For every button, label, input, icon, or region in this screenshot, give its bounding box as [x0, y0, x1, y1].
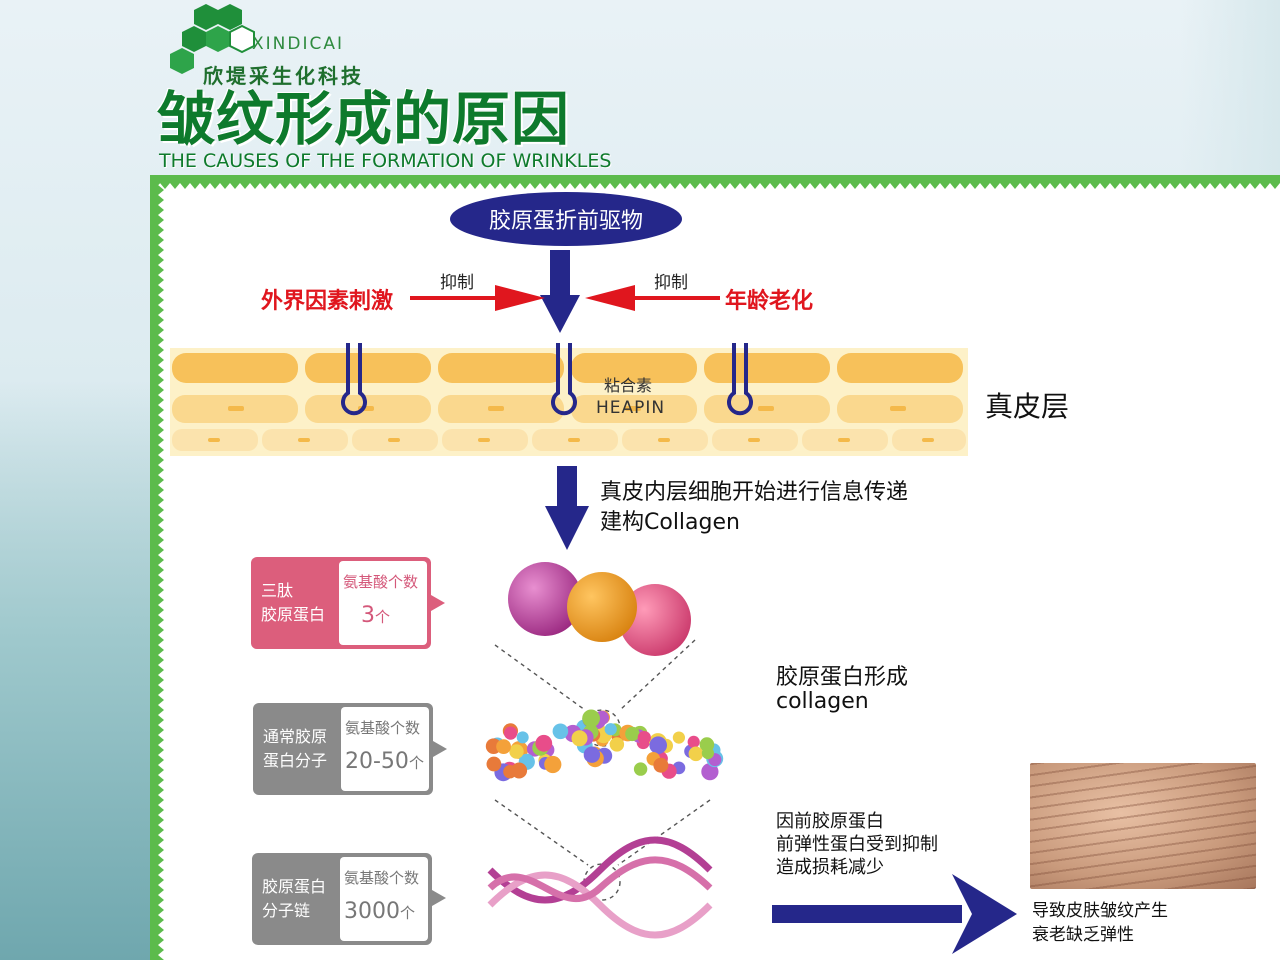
receptor-icons	[341, 343, 753, 416]
card-number: 20-50	[345, 749, 409, 774]
molecule-ball	[637, 731, 651, 745]
background-water-left	[0, 380, 160, 960]
formation-text-line1: 胶原蛋白形成	[776, 665, 909, 690]
formation-text-line2: collagen	[776, 689, 869, 714]
signal-text-line1: 真皮内层细胞开始进行信息传递	[600, 480, 909, 505]
cause-text-line1: 因前胶原蛋白	[776, 811, 884, 832]
brand-logo	[170, 4, 255, 74]
molecule-ball	[496, 739, 511, 754]
card-label-line1: 胶原蛋白	[262, 877, 327, 896]
card-unit: 个	[408, 754, 424, 772]
card-collagen-molecule: 通常胶原 蛋白分子 氨基酸个数 20-50个	[253, 703, 433, 795]
brand-name-en: XINDICAI	[252, 34, 344, 54]
dermis-layer-diagram	[170, 343, 968, 456]
cause-text-line3: 造成损耗减少	[776, 857, 884, 878]
molecule-cluster-icon	[485, 709, 724, 782]
pointer-triangle	[433, 741, 447, 757]
molecule-ball	[604, 723, 617, 736]
collagen-molecule-illustration	[485, 562, 724, 939]
card-label-line2: 胶原蛋白	[261, 605, 326, 624]
card-label-line2: 蛋白分子	[263, 751, 328, 770]
result-text-line2: 衰老缺乏弹性	[1032, 925, 1134, 945]
signal-text-line2: 建构Collagen	[600, 510, 740, 535]
molecule-ball	[609, 737, 625, 752]
triple-helix-icon	[487, 836, 713, 939]
pointer-triangle	[432, 890, 446, 906]
page-title: 皱纹形成的原因	[157, 85, 571, 153]
page-subtitle: THE CAUSES OF THE FORMATION OF WRINKLES	[159, 150, 612, 172]
inhibit-label-right: 抑制	[654, 273, 688, 293]
panel-border-left	[150, 175, 164, 960]
card-number: 3000	[344, 899, 400, 924]
card-tripeptide: 三肽 胶原蛋白 氨基酸个数 3个	[251, 557, 431, 649]
tripeptide-balls-icon	[508, 562, 691, 656]
inhibit-label-left: 抑制	[440, 273, 474, 293]
heparin-label-en: HEAPIN	[596, 398, 666, 418]
molecule-ball	[583, 746, 601, 763]
result-arrow-icon	[772, 874, 1017, 954]
dermis-label: 真皮层	[985, 390, 1070, 423]
cause-text-line2: 前弹性蛋白受到抑制	[776, 834, 938, 855]
molecule-ball	[544, 755, 562, 774]
molecule-ball	[552, 723, 569, 740]
molecule-ball	[672, 731, 685, 744]
molecule-ball	[486, 756, 502, 772]
molecule-ball	[535, 734, 553, 752]
molecule-ball	[504, 726, 518, 740]
molecule-ball	[582, 709, 600, 728]
inhibition-arrows	[410, 250, 720, 333]
molecule-ball	[633, 762, 648, 776]
molecule-ball	[701, 763, 719, 781]
external-factor-label: 外界因素刺激	[261, 289, 394, 314]
precursor-ellipse: 胶原蛋折前驱物	[450, 192, 682, 246]
molecule-ball	[701, 747, 714, 760]
molecule-ball	[688, 746, 704, 762]
card-number: 3	[361, 603, 375, 628]
brand-name-cn: 欣堤采生化科技	[203, 64, 364, 88]
aging-label: 年龄老化	[725, 289, 814, 314]
signal-arrow-icon	[545, 466, 589, 550]
wrinkled-skin-photo	[1030, 763, 1256, 889]
logo-hexagons-icon	[170, 4, 255, 74]
card-collagen-chain: 胶原蛋白 分子链 氨基酸个数 3000个	[252, 853, 432, 945]
pointer-triangle	[431, 595, 445, 611]
result-text-line1: 导致皮肤皱纹产生	[1032, 901, 1168, 921]
heparin-label-cn: 粘合素	[604, 376, 653, 395]
molecule-ball	[653, 757, 669, 773]
result-text: 导致皮肤皱纹产生 衰老缺乏弹性	[1032, 899, 1168, 947]
molecule-ball	[687, 735, 700, 748]
card-label-line2: 分子链	[262, 901, 311, 920]
molecule-ball	[511, 762, 528, 779]
card-caption: 氨基酸个数	[345, 719, 421, 737]
card-label-line1: 三肽	[261, 581, 294, 600]
card-unit: 个	[375, 608, 391, 626]
molecule-ball	[649, 736, 667, 754]
panel-border-top	[150, 175, 1280, 189]
card-caption: 氨基酸个数	[344, 869, 420, 887]
molecule-ball	[516, 731, 529, 744]
card-caption: 氨基酸个数	[343, 573, 419, 591]
card-label-line1: 通常胶原	[263, 727, 328, 746]
molecule-ball	[571, 730, 588, 747]
molecule-ball	[509, 744, 524, 759]
card-unit: 个	[400, 904, 416, 922]
molecule-ball	[625, 726, 640, 742]
